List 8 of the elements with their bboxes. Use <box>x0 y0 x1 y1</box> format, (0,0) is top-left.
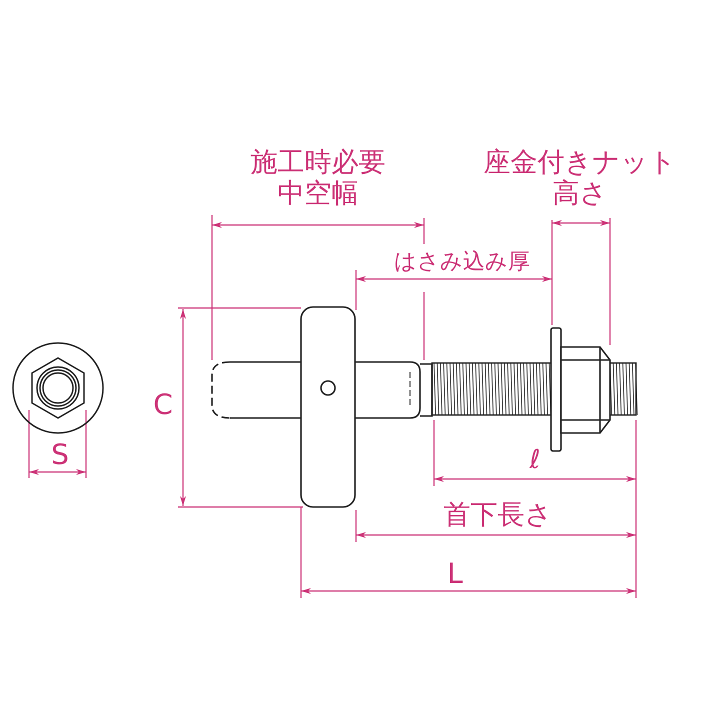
dimension-label: はさみ込み厚 <box>394 249 530 275</box>
dimension-label: 首下長さ <box>444 499 552 531</box>
dimension-label: 座金付きナット高さ <box>484 146 676 210</box>
dimension-symbol: ℓ <box>530 446 540 476</box>
dimension-symbol: C <box>153 388 173 422</box>
dimension-symbol: S <box>51 438 69 472</box>
dimension-symbol: L <box>447 558 463 590</box>
dimension-label: 施工時必要中空幅 <box>250 146 386 210</box>
